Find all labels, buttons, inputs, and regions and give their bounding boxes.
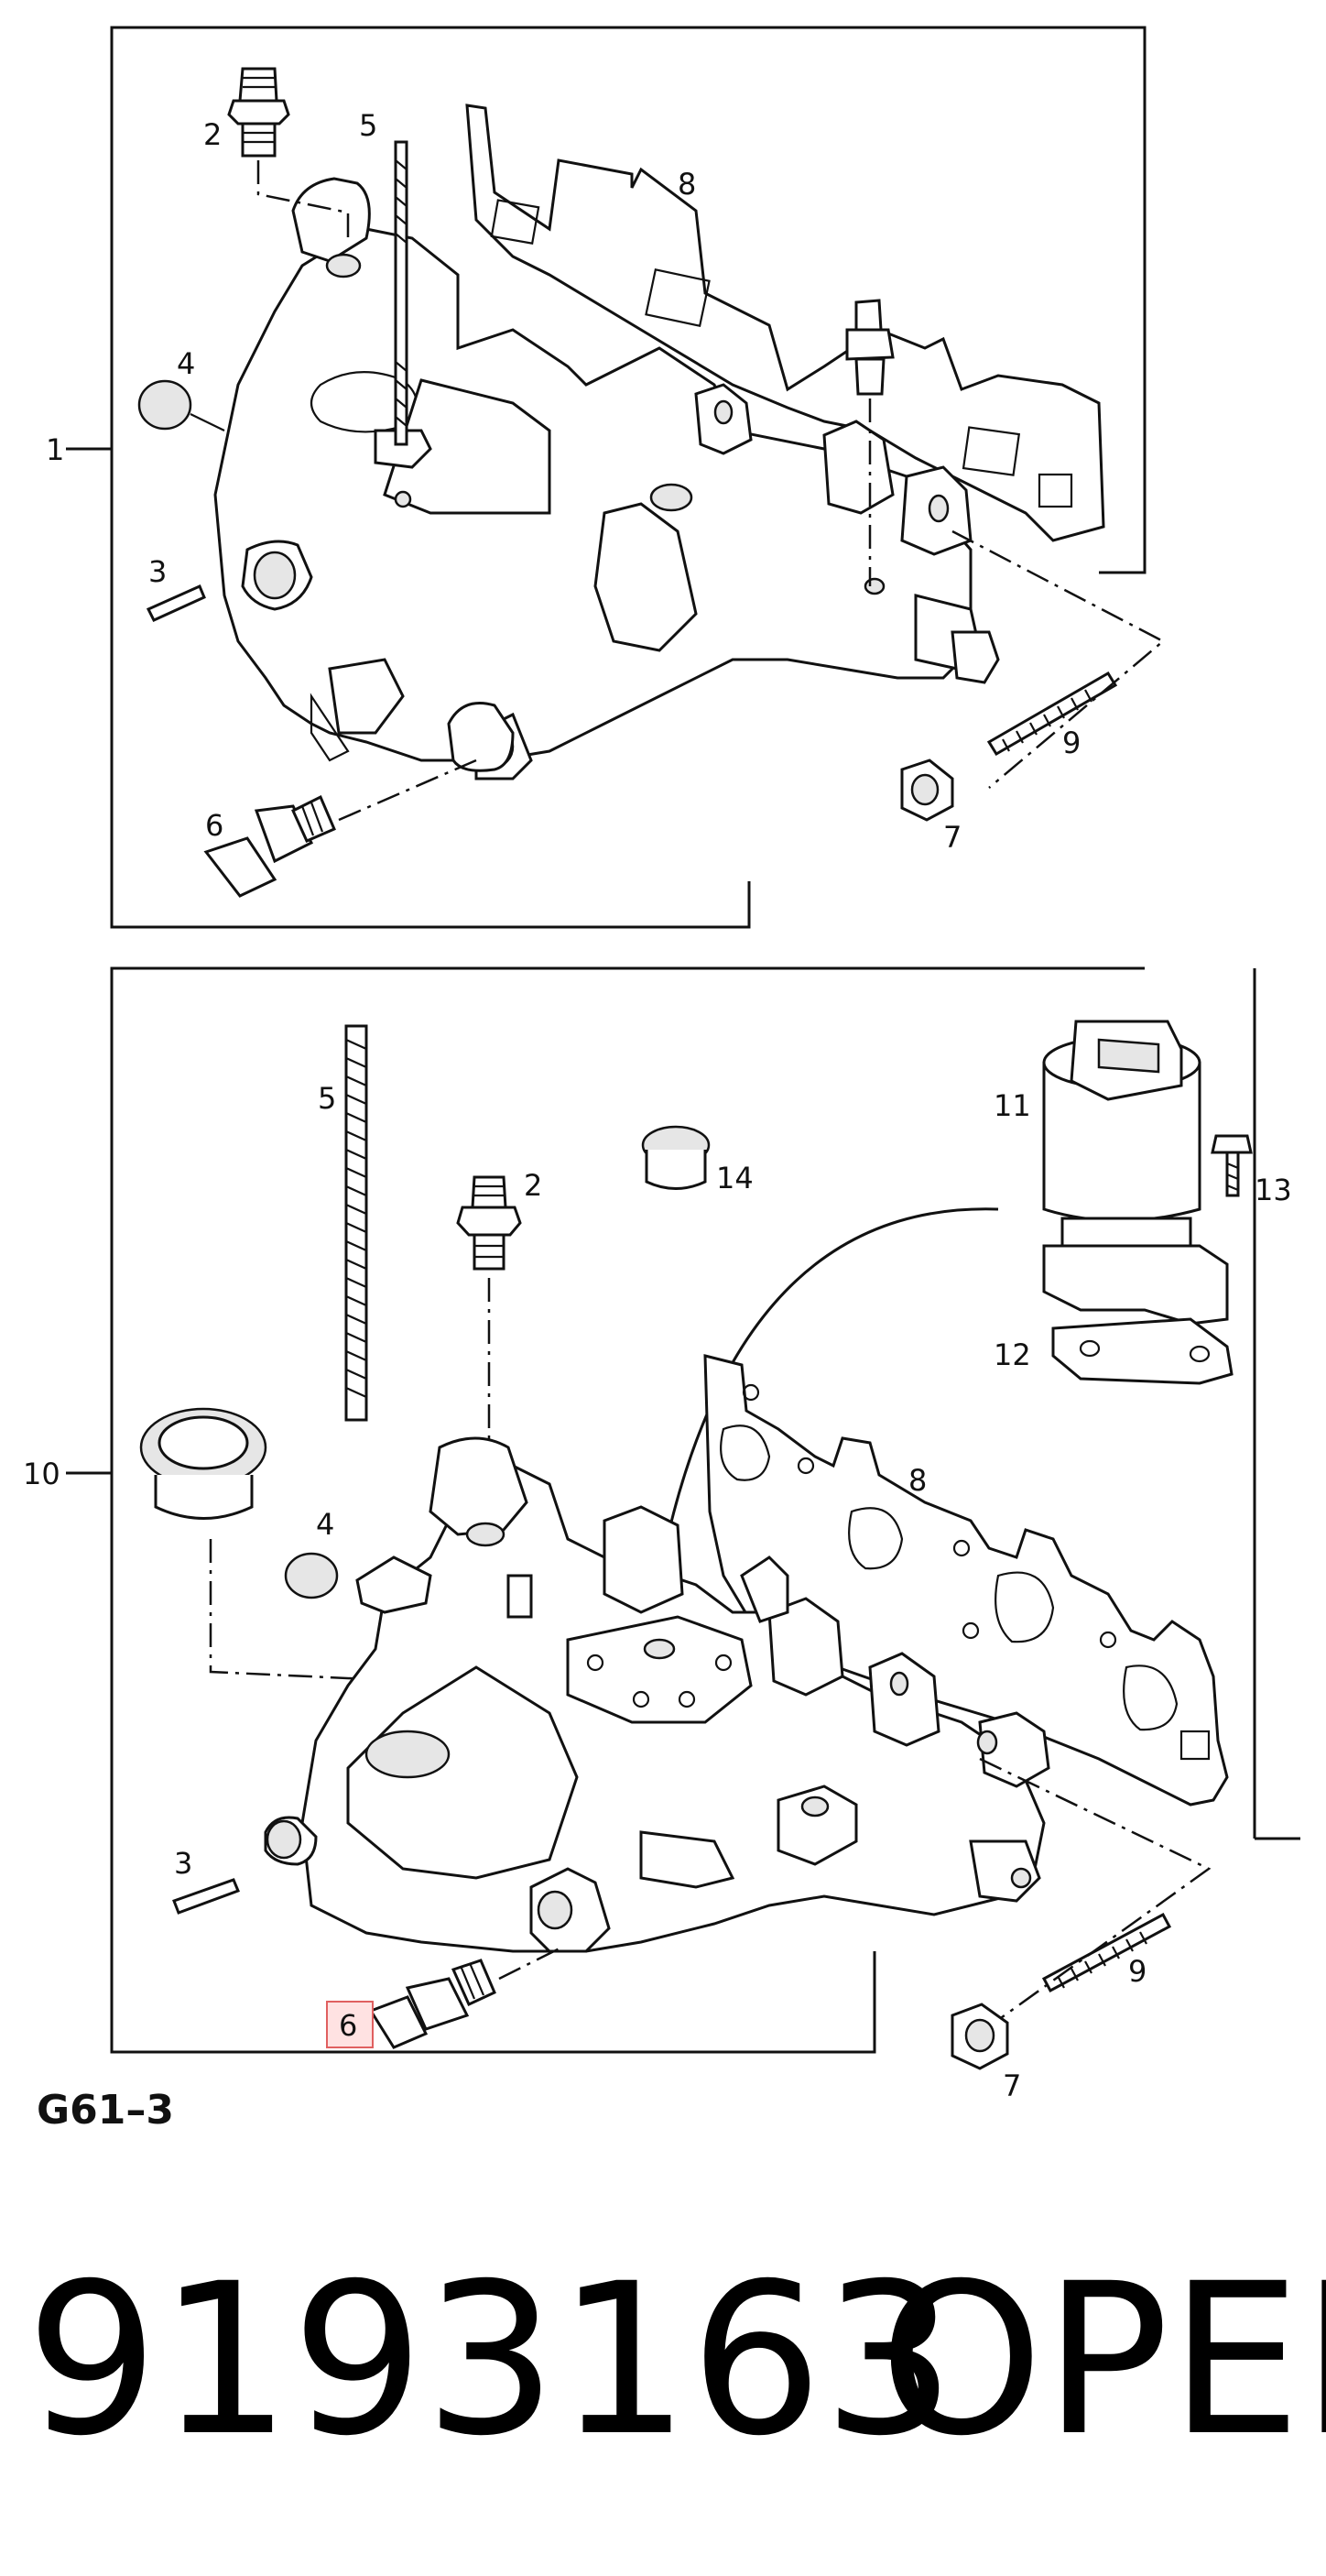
upper-callout-5: 5: [359, 108, 377, 143]
part-number: 9193163: [26, 2238, 955, 2482]
upper-frame: [110, 26, 1147, 929]
lower-callout-8: 8: [908, 1463, 927, 1498]
lower-callout-4: 4: [316, 1507, 334, 1542]
upper-callout-9: 9: [1062, 726, 1081, 760]
upper-pin-3: [146, 584, 206, 622]
upper-fitting-2: [227, 67, 290, 158]
lower-bolt-13: [1211, 1134, 1253, 1197]
upper-sensor-6: [203, 794, 336, 898]
upper-gasket: [465, 104, 1105, 542]
lower-callout-14: 14: [716, 1161, 754, 1195]
lower-group-label: 10: [23, 1457, 60, 1491]
lower-callout-6: 6: [339, 2008, 357, 2043]
upper-callout-7: 7: [943, 820, 962, 855]
lower-gasket-12: [1051, 1317, 1234, 1385]
lower-egr-valve-11: [1042, 1020, 1229, 1326]
upper-group-label: 1: [46, 432, 64, 467]
highlight-box-6: [326, 2001, 374, 2048]
upper-callout-6: 6: [205, 808, 223, 843]
lower-callout-12: 12: [994, 1337, 1031, 1372]
brand-name: OPEL: [879, 2238, 1326, 2482]
lower-callout-11: 11: [994, 1088, 1031, 1123]
lower-nut-7: [951, 2003, 1009, 2070]
lower-fitting-2: [456, 1175, 522, 1271]
upper-callout-2: 2: [203, 117, 222, 152]
lower-gasket-8: [703, 1354, 1229, 1806]
lower-callout-9: 9: [1128, 1954, 1147, 1989]
upper-assembly: 1: [46, 26, 1166, 929]
lower-cap-4: [284, 1552, 339, 1599]
lower-stud-5: [344, 1024, 368, 1422]
lower-frame: [110, 966, 1300, 2054]
diagram-code: G61–3: [37, 2087, 174, 2134]
lower-large-plug: [139, 1407, 267, 1520]
lower-callout-2: 2: [524, 1168, 542, 1203]
lower-callout-5: 5: [318, 1081, 336, 1116]
lower-stud-9: [1041, 1912, 1172, 1993]
upper-nut-7: [900, 759, 954, 822]
lower-callout-3: 3: [174, 1846, 192, 1881]
lower-sensor-6: [368, 1959, 496, 2049]
lower-plug-14: [641, 1125, 711, 1190]
lower-pin-3: [172, 1878, 240, 1915]
upper-callout-4: 4: [177, 346, 195, 381]
upper-stud-9: [986, 671, 1118, 757]
lower-callout-13: 13: [1255, 1173, 1292, 1207]
lower-callout-7: 7: [1003, 2068, 1021, 2103]
upper-cap-4: [137, 379, 192, 431]
lower-assembly: 10: [23, 966, 1300, 2103]
upper-callout-8: 8: [678, 167, 696, 202]
upper-callout-3: 3: [148, 554, 167, 589]
